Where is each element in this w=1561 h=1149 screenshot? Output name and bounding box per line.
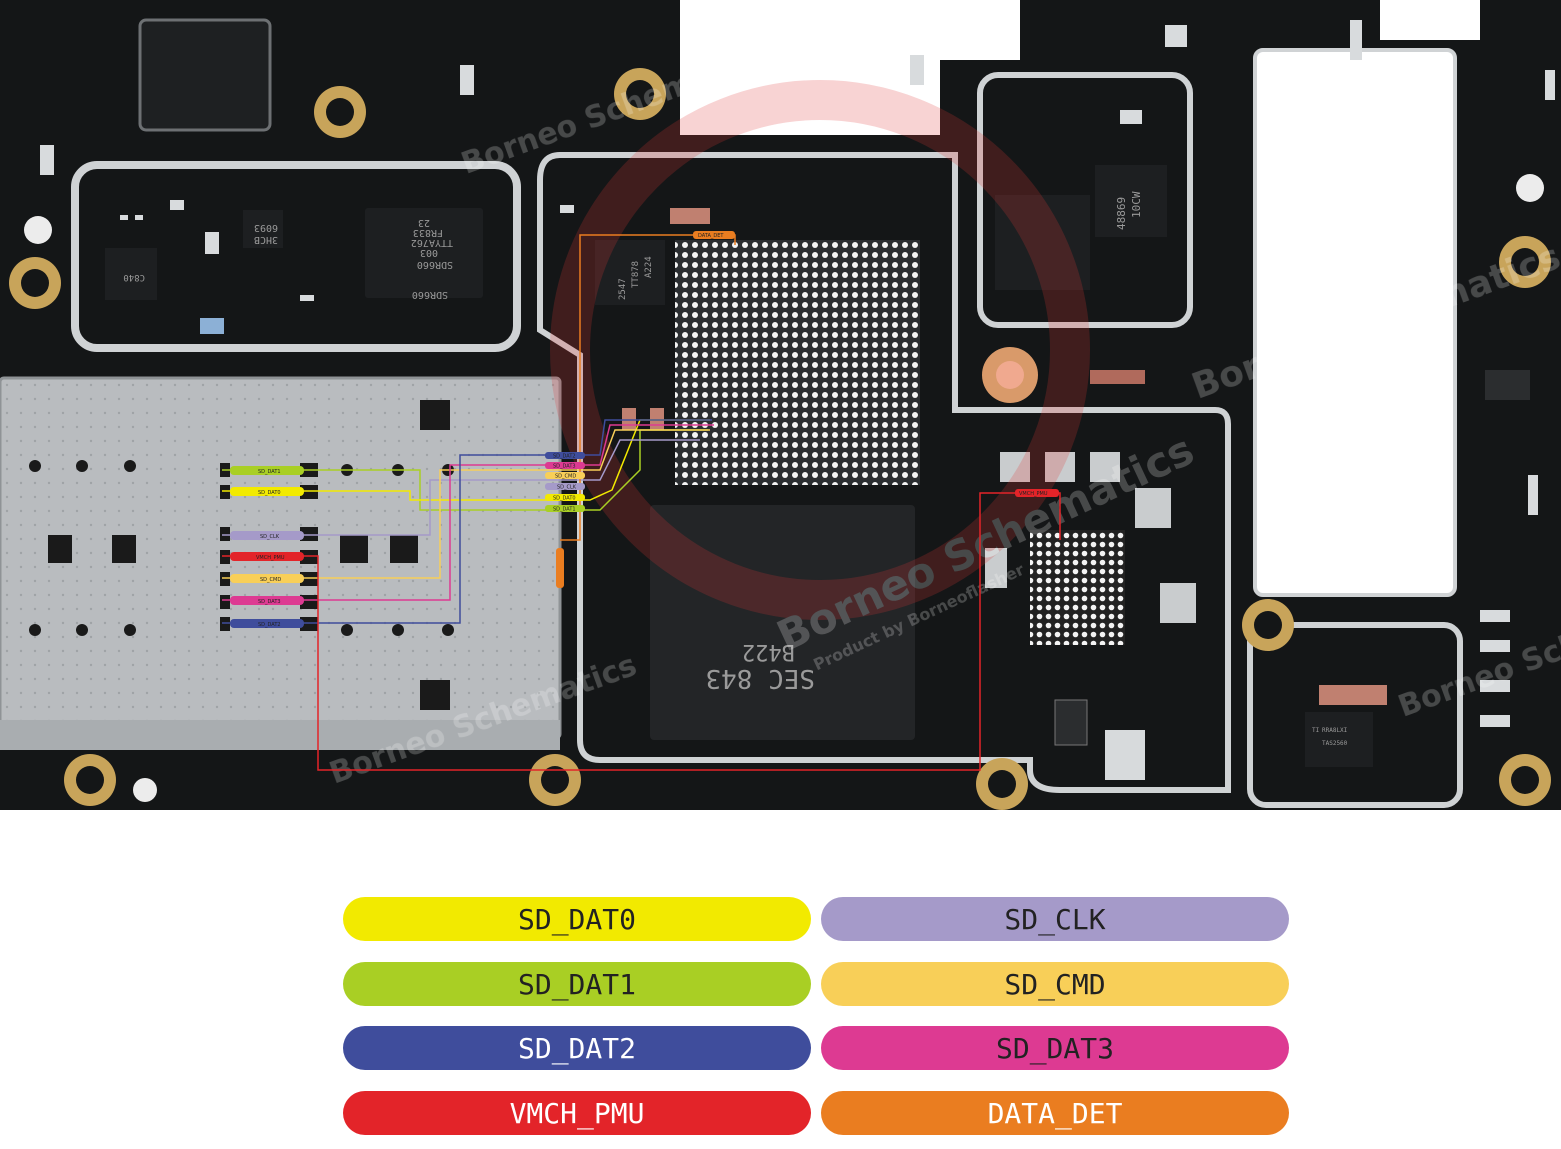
pin-label-sd-dat1: SD_DAT1 [258, 469, 281, 475]
pmic-marking-4: FR833 [413, 227, 443, 238]
trace-label-sd-clk: SD_CLK [557, 485, 577, 491]
passive-components [200, 208, 1387, 780]
mounting-holes [9, 68, 1551, 810]
qfn-marking-1: 2547 [618, 278, 628, 300]
small-ic-marking-2: 3HCB [254, 234, 278, 245]
trace-label-sd-dat3: SD_DAT3 [553, 464, 576, 470]
shield-frame-audio [1247, 622, 1463, 808]
amp-marking-3: TAS2560 [1322, 740, 1348, 747]
trace-label-sd-cmd: SD_CMD [555, 474, 576, 480]
pin-label-sd-dat0: SD_DAT0 [258, 490, 281, 496]
legend-sd-dat1: SD_DAT1 [343, 962, 811, 1006]
shield-frame-rf [977, 72, 1193, 328]
amp-marking-1: TI [1312, 727, 1320, 734]
trace-sd-dat3 [222, 424, 714, 601]
legend-label: SD_CMD [1004, 967, 1106, 1001]
charger-marking-1: 48869 [1115, 197, 1128, 230]
pmic-marking-2: 003 [420, 247, 438, 258]
trace-data-det [560, 234, 736, 541]
qfn-chip [595, 240, 665, 305]
legend-sd-dat2: SD_DAT2 [343, 1026, 811, 1070]
trace-label-data-det: DATA_DET [698, 233, 724, 239]
legend-label: SD_DAT3 [995, 1031, 1114, 1065]
pcb-board-photo: SDR660 SDR660 003 TTYA762 FR833 23 6093 … [0, 0, 1561, 820]
trace-label-sd-dat2: SD_DAT2 [553, 454, 576, 460]
pmic-chip [365, 208, 483, 298]
pmic-marking-5: 23 [418, 217, 430, 228]
svg-text:SDR660: SDR660 [412, 289, 448, 300]
cutout-top-right [940, 0, 1020, 58]
headphone-jack [138, 18, 272, 132]
small-ic2-marking: C840 [123, 272, 145, 282]
qfn-marking-2: TT878 [631, 261, 641, 288]
amp-marking-2: RRA8LXI [1322, 727, 1348, 734]
legend-vmch-pmu: VMCH_PMU [343, 1091, 811, 1135]
shield-frame-pmic [71, 161, 521, 352]
pin-label-vmch-pmu: VMCH_PMU [256, 555, 285, 561]
charger-ic [1095, 165, 1167, 237]
battery-cutout [1255, 50, 1455, 595]
trace-sd-dat2 [222, 419, 712, 624]
charger-marking-2: 10CW [1130, 191, 1143, 218]
audio-amp [1305, 712, 1373, 767]
pin-label-sd-dat2: SD_DAT2 [258, 622, 281, 628]
legend-label: SD_DAT0 [517, 902, 636, 936]
legend-label: SD_DAT2 [517, 1031, 636, 1065]
qfn-marking-3: A224 [644, 256, 654, 278]
legend-sd-dat3: SD_DAT3 [821, 1026, 1289, 1070]
trace-label-tags: SD_DAT2 SD_DAT3 SD_CMD SD_CLK SD_DAT0 SD… [545, 231, 1059, 588]
trace-label-sd-dat0: SD_DAT0 [553, 496, 576, 502]
legend-label: SD_DAT1 [517, 967, 636, 1001]
emmc-marking-2: B422 [742, 639, 795, 664]
cutout-top-right-2 [1380, 0, 1480, 40]
legend-label: DATA_DET [987, 1096, 1123, 1130]
pin-label-sd-clk: SD_CLK [260, 534, 280, 540]
emmc-chip [650, 505, 915, 740]
legend-sd-dat0: SD_DAT0 [343, 897, 811, 941]
pin-label-tags: SD_DAT1 SD_DAT0 SD_CLK VMCH_PMU SD_CMD S… [230, 466, 304, 628]
pmic-marking-1: SDR660 [417, 259, 453, 270]
trace-label-vmch-pmu: VMCH_PMU [1019, 491, 1048, 497]
small-ic-c840 [105, 248, 157, 300]
cutout-top [680, 0, 940, 135]
pin-label-sd-cmd: SD_CMD [260, 577, 281, 583]
pmic-marking-3: TTYA762 [411, 237, 453, 248]
legend-label: VMCH_PMU [509, 1096, 645, 1130]
trace-sd-clk [222, 439, 700, 536]
cpu-bga [675, 240, 920, 485]
emmc-marking-1: SEC 843 [705, 663, 815, 693]
small-ic-6093 [243, 210, 283, 248]
shield-frame-cpu [537, 152, 1231, 793]
legend-label: SD_CLK [1004, 902, 1106, 936]
pin-label-sd-dat3: SD_DAT3 [258, 599, 281, 605]
trace-vmch-pmu [222, 492, 1061, 771]
legend-data-det: DATA_DET [821, 1091, 1289, 1135]
small-ic-marking-1: 6093 [254, 222, 278, 233]
legend-sd-clk: SD_CLK [821, 897, 1289, 941]
trace-label-sd-dat1: SD_DAT1 [553, 507, 576, 513]
legend-sd-cmd: SD_CMD [821, 962, 1289, 1006]
rf-chip [995, 195, 1090, 290]
trace-sd-cmd [222, 429, 710, 579]
pmu-bga [1030, 530, 1125, 645]
